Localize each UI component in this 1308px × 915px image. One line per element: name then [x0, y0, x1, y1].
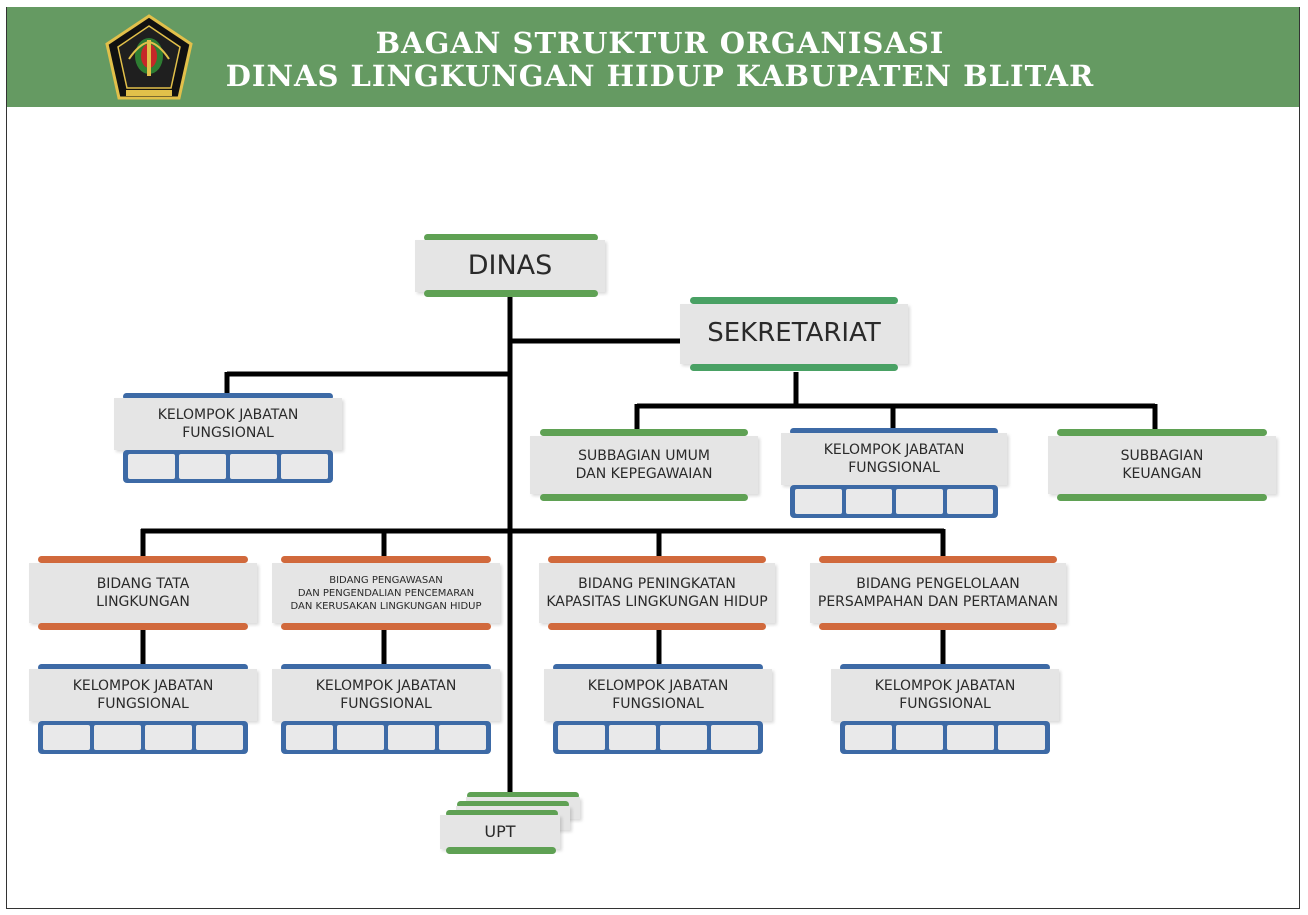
- kjf-tata-slots: [38, 721, 248, 754]
- kjf-peningkatan-top-bar: [553, 664, 763, 671]
- kabupaten-blitar-emblem-icon: [105, 14, 193, 100]
- kjf-dinas-slots: [123, 450, 333, 483]
- kjf-pengawasan-top-bar: [281, 664, 491, 671]
- upt-label: UPT: [484, 821, 516, 841]
- subbag-keuangan-label: SUBBAGIAN KEUANGAN: [1120, 447, 1204, 482]
- kjf-tata-top-bar: [38, 664, 248, 671]
- bidang-peningkatan-bottom-bar: [548, 623, 766, 630]
- upt-box[interactable]: UPT: [440, 815, 560, 849]
- kjf-tata-label: KELOMPOK JABATAN FUNGSIONAL: [72, 677, 214, 712]
- dinas-bottom-bar: [424, 290, 598, 297]
- bidang-tata-box[interactable]: BIDANG TATA LINGKUNGAN: [29, 563, 257, 623]
- page-frame: [6, 7, 1300, 909]
- kjf-sekretariat-label: KELOMPOK JABATAN FUNGSIONAL: [823, 441, 965, 476]
- kjf-pengelolaan-top-bar: [840, 664, 1050, 671]
- bidang-pengelolaan-bottom-bar: [819, 623, 1057, 630]
- subbag-umum-bottom-bar: [540, 494, 748, 501]
- kjf-tata-box[interactable]: KELOMPOK JABATAN FUNGSIONAL: [29, 669, 257, 721]
- upt-stack-bar-3: [467, 792, 579, 799]
- bidang-pengawasan-label: BIDANG PENGAWASAN DAN PENGENDALIAN PENCE…: [290, 574, 482, 612]
- subbag-umum-label: SUBBAGIAN UMUM DAN KEPEGAWAIAN: [575, 447, 713, 482]
- kjf-dinas-label: KELOMPOK JABATAN FUNGSIONAL: [157, 406, 299, 441]
- upt-bottom-bar: [446, 847, 556, 854]
- kjf-peningkatan-label: KELOMPOK JABATAN FUNGSIONAL: [587, 677, 729, 712]
- kjf-sekretariat-slots: [790, 485, 998, 518]
- upt-top-bar: [446, 810, 558, 817]
- kjf-sekretariat-top-bar: [790, 428, 998, 435]
- header-banner: [7, 7, 1299, 107]
- kjf-pengawasan-box[interactable]: KELOMPOK JABATAN FUNGSIONAL: [272, 669, 500, 721]
- kjf-sekretariat-box[interactable]: KELOMPOK JABATAN FUNGSIONAL: [781, 433, 1007, 485]
- kjf-dinas-box[interactable]: KELOMPOK JABATAN FUNGSIONAL: [114, 398, 342, 450]
- kjf-peningkatan-slots: [553, 721, 763, 754]
- subbag-umum-box[interactable]: SUBBAGIAN UMUM DAN KEPEGAWAIAN: [530, 436, 758, 494]
- title-line-2: DINAS LINGKUNGAN HIDUP KABUPATEN BLITAR: [225, 59, 1095, 93]
- bidang-pengelolaan-top-bar: [819, 556, 1057, 563]
- kjf-pengawasan-slots: [281, 721, 491, 754]
- bidang-tata-top-bar: [38, 556, 248, 563]
- bidang-pengawasan-bottom-bar: [281, 623, 491, 630]
- kjf-pengawasan-label: KELOMPOK JABATAN FUNGSIONAL: [315, 677, 457, 712]
- dinas-label: DINAS: [467, 250, 553, 282]
- bidang-pengawasan-top-bar: [281, 556, 491, 563]
- upt-stack-bar-2: [457, 801, 569, 808]
- kjf-peningkatan-box[interactable]: KELOMPOK JABATAN FUNGSIONAL: [544, 669, 772, 721]
- kjf-pengelolaan-label: KELOMPOK JABATAN FUNGSIONAL: [874, 677, 1016, 712]
- kjf-pengelolaan-slots: [840, 721, 1050, 754]
- kjf-dinas-top-bar: [123, 393, 333, 400]
- sekretariat-box[interactable]: SEKRETARIAT: [680, 304, 908, 364]
- subbag-keuangan-bottom-bar: [1057, 494, 1267, 501]
- kjf-pengelolaan-box[interactable]: KELOMPOK JABATAN FUNGSIONAL: [831, 669, 1059, 721]
- subbag-keuangan-box[interactable]: SUBBAGIAN KEUANGAN: [1048, 436, 1276, 494]
- subbag-umum-top-bar: [540, 429, 748, 436]
- bidang-pengelolaan-box[interactable]: BIDANG PENGELOLAAN PERSAMPAHAN DAN PERTA…: [810, 563, 1066, 623]
- subbag-keuangan-top-bar: [1057, 429, 1267, 436]
- dinas-box[interactable]: DINAS: [415, 240, 605, 292]
- sekretariat-bottom-bar: [690, 364, 898, 371]
- sekretariat-top-bar: [690, 297, 898, 304]
- bidang-pengawasan-box[interactable]: BIDANG PENGAWASAN DAN PENGENDALIAN PENCE…: [272, 563, 500, 623]
- title-line-1: BAGAN STRUKTUR ORGANISASI: [375, 26, 945, 60]
- bidang-pengelolaan-label: BIDANG PENGELOLAAN PERSAMPAHAN DAN PERTA…: [817, 575, 1059, 610]
- sekretariat-label: SEKRETARIAT: [707, 318, 881, 349]
- dinas-top-bar: [424, 234, 598, 241]
- bidang-peningkatan-top-bar: [548, 556, 766, 563]
- bidang-peningkatan-box[interactable]: BIDANG PENINGKATAN KAPASITAS LINGKUNGAN …: [539, 563, 775, 623]
- bidang-peningkatan-label: BIDANG PENINGKATAN KAPASITAS LINGKUNGAN …: [546, 575, 768, 610]
- bidang-tata-bottom-bar: [38, 623, 248, 630]
- bidang-tata-label: BIDANG TATA LINGKUNGAN: [96, 575, 190, 610]
